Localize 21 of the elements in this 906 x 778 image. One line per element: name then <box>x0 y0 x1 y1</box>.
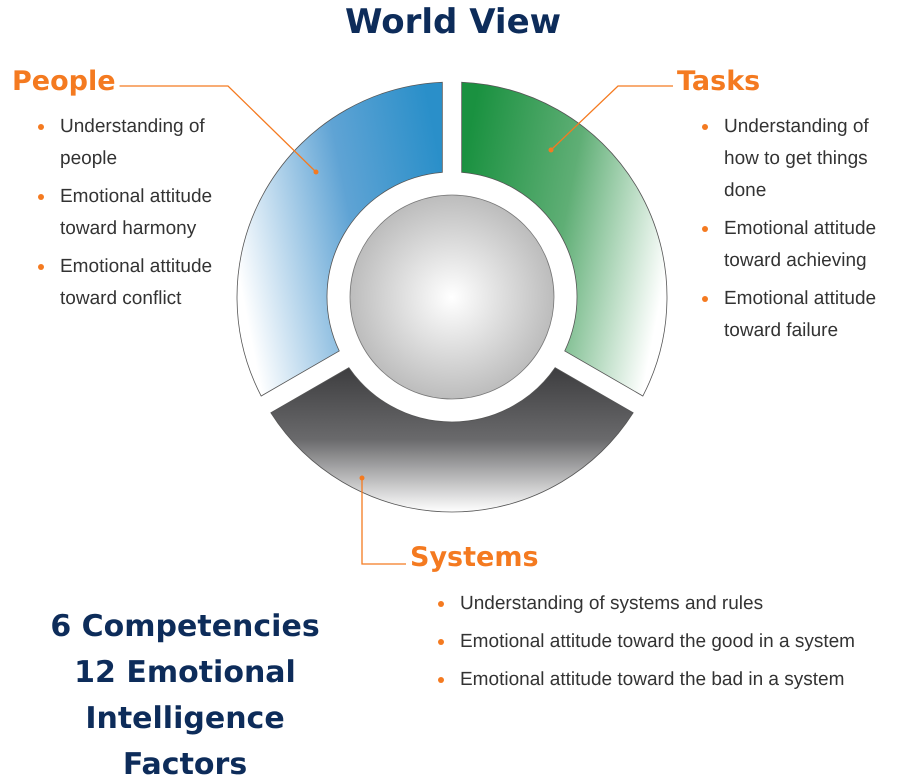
section-heading: People <box>12 66 116 97</box>
summary-text: 6 Competencies 12 Emotional Intelligence Factors <box>49 608 321 778</box>
section-heading: Systems <box>410 542 539 573</box>
center-circle <box>350 194 554 400</box>
bullet-item: Emotional attitude toward harmony <box>38 181 238 245</box>
bullet-item: Understanding of how to get things done <box>702 111 902 207</box>
title: World View <box>344 2 562 42</box>
bullet-item: Emotional attitude toward conflict <box>38 251 238 315</box>
ring-segment <box>270 367 634 512</box>
leader-line <box>548 85 673 152</box>
bullet-item: Emotional attitude toward failure <box>702 283 902 347</box>
ring-segment <box>461 82 668 396</box>
leader-line <box>120 85 318 174</box>
bullet-item: Emotional attitude toward achieving <box>702 213 902 277</box>
bullet-item: Emotional attitude toward the bad in a system <box>438 664 904 696</box>
leader-line <box>360 476 406 565</box>
bullet-item: Understanding of systems and rules <box>438 588 904 620</box>
section-heading: Tasks <box>677 66 760 97</box>
bullet-item: Emotional attitude toward the good in a system <box>438 626 904 658</box>
ring-segment <box>236 82 443 396</box>
bullet-item: Understanding of people <box>38 111 238 175</box>
